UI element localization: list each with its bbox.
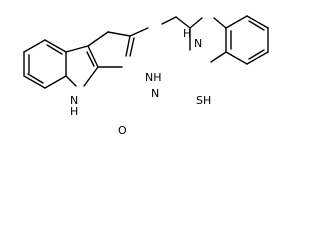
methyl-bond-tolyl — [210, 51, 227, 63]
bond — [246, 15, 269, 29]
bond — [23, 39, 46, 53]
bond — [44, 39, 67, 53]
tolyl-ring — [225, 15, 269, 65]
chemical-structure-diagram: H N O NH N SH H N — [23, 15, 269, 137]
ch2-carbonyl-bond — [107, 31, 131, 37]
bond — [87, 45, 99, 68]
bond — [246, 51, 269, 65]
indole-pyrrole-ring — [65, 45, 99, 87]
carbonyl-o-label: O — [118, 124, 127, 137]
hydrazone-n-label: N — [151, 87, 159, 100]
double-bond-inner — [86, 51, 95, 67]
hydrazide-nh-label: NH — [145, 71, 162, 84]
hydrazine-bond — [161, 16, 177, 25]
bond — [225, 15, 248, 29]
bond — [225, 51, 248, 65]
bond — [65, 45, 89, 53]
thio-sh-label: SH — [196, 94, 211, 107]
carbonyl-bond — [125, 35, 131, 57]
aryl-nh-n-label: N — [194, 37, 202, 50]
aryl-nh-h-label: H — [183, 27, 191, 40]
bond — [65, 75, 77, 87]
double-bond-inner — [248, 49, 265, 60]
double-bond-inner — [27, 73, 44, 84]
thiourea-cn-bond — [189, 17, 203, 29]
indole-nh-h-label: H — [70, 105, 78, 118]
bond — [23, 75, 46, 89]
double-bond-inner — [46, 44, 63, 55]
indole-benzene-ring — [23, 39, 67, 89]
indole-n-label: N — [70, 94, 78, 107]
thiourea-bond — [175, 16, 191, 29]
double-bond-inner — [248, 20, 265, 31]
aryl-amine-bond — [213, 17, 227, 29]
amide-bond — [129, 27, 149, 37]
bond — [83, 66, 99, 87]
ch2-bond — [87, 31, 109, 47]
molecule-canvas: H N O NH N SH H N — [23, 15, 269, 137]
carbonyl-double — [129, 37, 135, 57]
bond — [44, 75, 67, 89]
